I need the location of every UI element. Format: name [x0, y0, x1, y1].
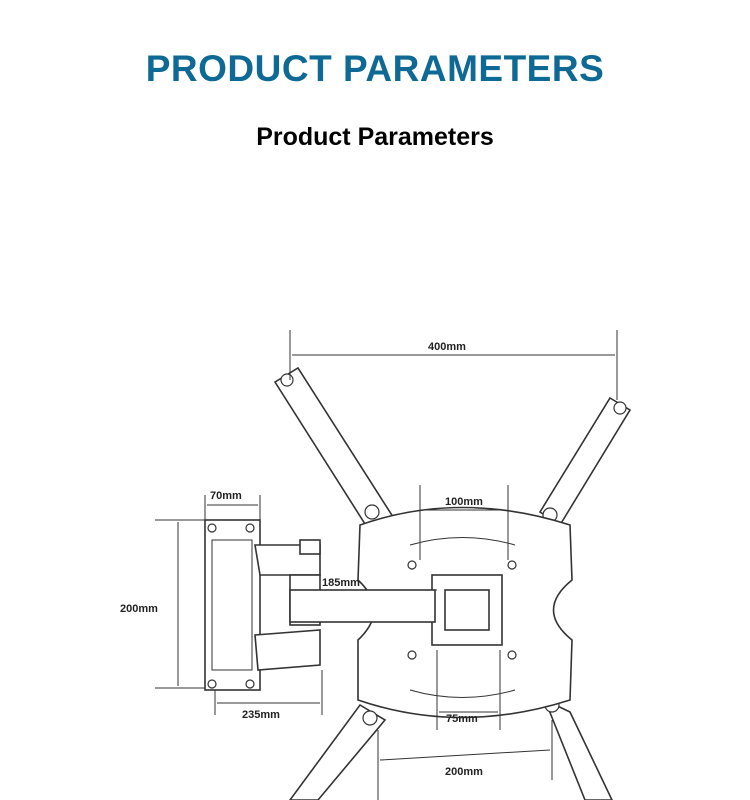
dimension-lines — [155, 330, 618, 800]
dim-185mm: 185mm — [322, 577, 360, 589]
wall-plate — [204, 519, 261, 691]
vesa-arms — [273, 366, 632, 800]
dim-100mm: 100mm — [445, 496, 483, 508]
page-title: PRODUCT PARAMETERS — [145, 48, 605, 89]
dim-200mm-height: 200mm — [120, 603, 158, 615]
dim-70mm: 70mm — [210, 490, 242, 502]
dim-400mm: 400mm — [428, 341, 466, 353]
dim-75mm: 75mm — [446, 713, 478, 725]
page-subtitle: Product Parameters — [256, 123, 494, 151]
dim-200mm-bottom: 200mm — [445, 766, 483, 778]
dim-235mm: 235mm — [242, 709, 280, 721]
